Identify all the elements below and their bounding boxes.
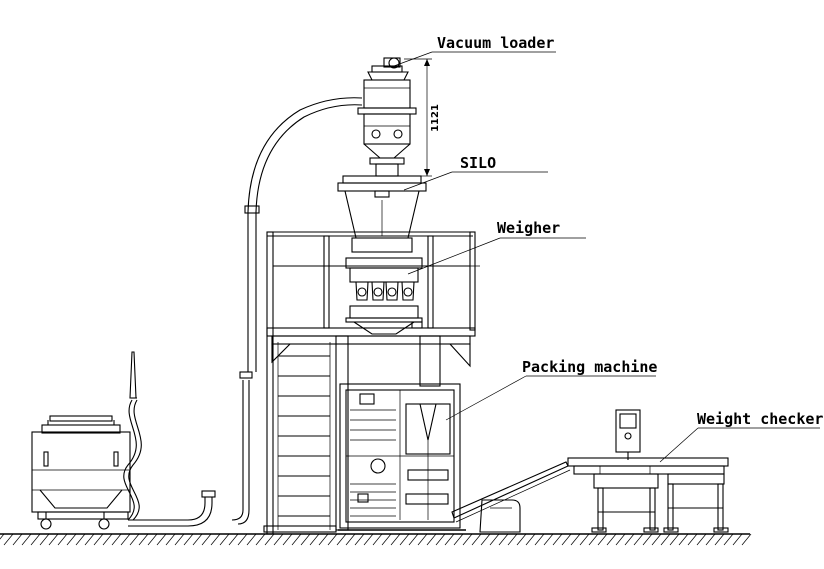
- height-dimension: 1121: [404, 58, 441, 177]
- label-vacuum-loader: Vacuum loader: [437, 34, 554, 52]
- platform-frame: [263, 231, 476, 535]
- bulk-container: [31, 415, 131, 530]
- ground: [0, 533, 752, 546]
- vacuum-loader: [357, 57, 417, 177]
- packing-machine: [338, 335, 466, 531]
- inclined-conveyor: [451, 461, 571, 533]
- label-packing-machine: Packing machine: [522, 358, 657, 376]
- silo: [337, 175, 427, 253]
- label-weigher: Weigher: [497, 219, 560, 237]
- conveying-pipe: [128, 97, 363, 527]
- leader-lines: [393, 51, 820, 463]
- label-weight-checker: Weight checker: [697, 410, 823, 428]
- suction-lance: [123, 351, 142, 521]
- label-silo: SILO: [460, 154, 496, 172]
- weight-checker: [567, 409, 729, 533]
- weigher: [334, 257, 480, 335]
- dimension-1121: 1121: [430, 104, 441, 132]
